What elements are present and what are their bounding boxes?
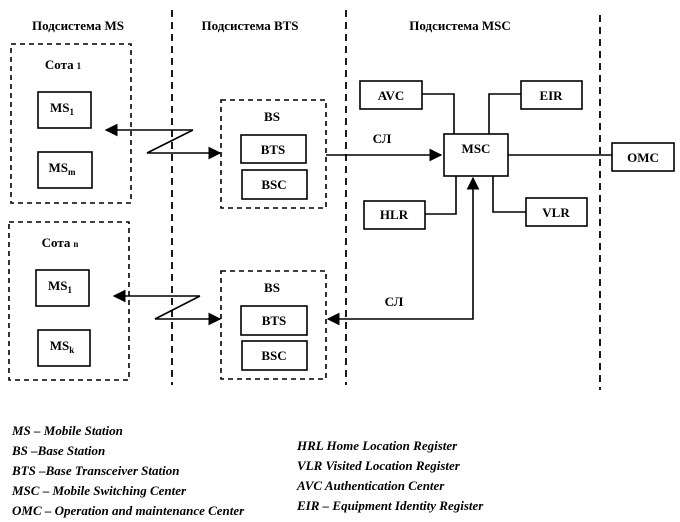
- avc-label: AVC: [378, 88, 405, 103]
- bs-top-bts-label: BTS: [261, 142, 286, 157]
- legend-bts: BTS –Base Transceiver Station: [12, 463, 180, 478]
- bs-bottom-group: BS BTS BSC: [220, 270, 327, 380]
- bs-top-bsc-box: [241, 169, 308, 200]
- bs-bottom-label: BS: [264, 280, 280, 295]
- link-vlr-msc: [492, 176, 526, 213]
- legend-left: MS – Mobile Station BS –Base Station BTS…: [12, 421, 244, 521]
- legend-avc: AVC Authentication Center: [297, 478, 445, 493]
- cell-1-boundary: [10, 43, 132, 204]
- link-avc-msc: [422, 93, 455, 134]
- cell-1-ms-m-label: MSm: [49, 160, 77, 177]
- bs-bottom-bts-box: [240, 305, 308, 336]
- legend-vlr: VLR Visited Location Register: [297, 458, 460, 473]
- legend-eir: EIR – Equipment Identity Register: [297, 498, 484, 513]
- cell-n-ms-1-label: MS1: [48, 278, 73, 295]
- legend-hlr: HRL Home Location Register: [297, 438, 458, 453]
- cell-1-ms-m-box: [37, 151, 93, 189]
- cell-n-ms-k-label: MSk: [50, 338, 75, 355]
- sl-top-label: СЛ: [373, 131, 392, 146]
- avc-box: [359, 80, 423, 110]
- sl-bottom-label: СЛ: [385, 294, 404, 309]
- cell-n-boundary: [8, 221, 130, 381]
- cell-n-ms-k-box: [37, 329, 91, 367]
- vlr-label: VLR: [542, 205, 570, 220]
- legend-right: HRL Home Location Register VLR Visited L…: [297, 436, 483, 516]
- bs-top-group: BS BTS BSC: [220, 99, 327, 209]
- eir-box: [520, 80, 583, 110]
- bs-bottom-bsc-label: BSC: [261, 348, 286, 363]
- legend-omc: OMC – Operation and maintenance Center: [12, 503, 245, 518]
- bs-top-bsc-label: BSC: [261, 177, 286, 192]
- eir-label: EIR: [539, 88, 563, 103]
- hlr-label: HLR: [380, 207, 409, 222]
- bs-top-bts-box: [240, 134, 307, 164]
- omc-box: [611, 142, 675, 172]
- link-hlr-msc: [425, 176, 457, 215]
- msc-box: [443, 133, 509, 177]
- legend-msc: MSC – Mobile Switching Center: [12, 483, 187, 498]
- header-ms-subsystem: Подсистема MS: [32, 18, 124, 33]
- radio-link-bottom-forward: [154, 295, 222, 326]
- vlr-box: [525, 197, 588, 227]
- header-msc-subsystem: Подсистема MSC: [409, 18, 510, 33]
- cell-1-ms-1-label: MS1: [50, 100, 75, 117]
- legend-ms: MS – Mobile Station: [12, 423, 123, 438]
- omc-label: OMC: [627, 150, 659, 165]
- cell-n-ms-1-box: [35, 269, 90, 307]
- bs-top-label: BS: [264, 109, 280, 124]
- header-bts-subsystem: Подсистема BTS: [201, 18, 298, 33]
- bs-bottom-bsc-box: [241, 340, 308, 371]
- sl-link-bottom: [326, 176, 480, 326]
- radio-link-top-forward: [146, 129, 222, 160]
- cell-1-ms-1-box: [37, 91, 92, 129]
- link-eir-msc: [488, 93, 521, 134]
- bs-bottom-bts-label: BTS: [262, 313, 287, 328]
- msc-label: MSC: [462, 141, 491, 156]
- legend-bs: BS –Base Station: [12, 443, 106, 458]
